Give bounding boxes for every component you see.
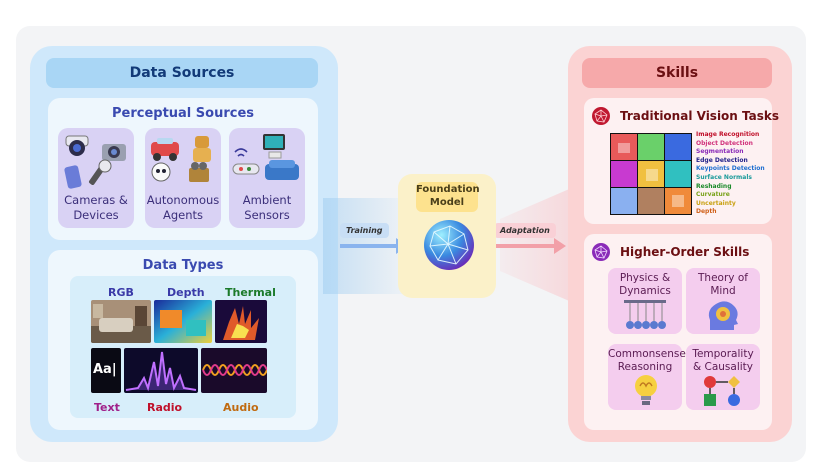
audio-label: Audio bbox=[223, 401, 259, 414]
skill-label-line2: Reasoning bbox=[617, 360, 673, 373]
depth-label: Depth bbox=[167, 286, 205, 299]
foundation-sphere-icon bbox=[424, 220, 474, 270]
task-segmentation: Segmentation bbox=[696, 148, 744, 156]
skill-label-line2: Mind bbox=[710, 284, 736, 297]
foundation-line1: Foundation bbox=[416, 184, 480, 195]
task-object-detection: Object Detection bbox=[696, 139, 753, 147]
task-image-recognition: Image Recognition bbox=[696, 131, 760, 138]
skill-commonsense-reasoning: Commonsense Reasoning bbox=[608, 344, 686, 410]
vision-tasks-icon bbox=[592, 107, 610, 125]
flowchart-icon bbox=[704, 376, 740, 406]
training-label: Training bbox=[340, 223, 389, 238]
robot-agents-icon bbox=[151, 136, 211, 182]
skill-label-line2: Dynamics bbox=[619, 284, 671, 297]
skill-label-line1: Theory of bbox=[698, 272, 748, 284]
depth-image bbox=[154, 300, 212, 343]
text-glyph: Aa| bbox=[93, 362, 117, 377]
skill-label-line1: Physics & bbox=[619, 272, 671, 284]
foundation-model-title: Foundation Model bbox=[416, 182, 480, 212]
vision-task-grid bbox=[610, 133, 692, 215]
skill-label-line2: & Causality bbox=[692, 360, 754, 373]
rgb-image bbox=[91, 300, 151, 343]
traditional-vision-title: Traditional Vision Tasks bbox=[620, 109, 780, 123]
tile-ambient-sensors: Ambient Sensors bbox=[229, 128, 305, 228]
task-curvature: Curvature bbox=[696, 191, 730, 199]
audio-image bbox=[201, 348, 267, 393]
tile-label-line1: Autonomous bbox=[146, 193, 220, 208]
tile-label-line1: Cameras & bbox=[64, 193, 128, 208]
rgb-label: RGB bbox=[108, 286, 134, 299]
task-depth: Depth bbox=[696, 208, 717, 216]
tile-label-line2: Sensors bbox=[244, 207, 290, 222]
thermal-image bbox=[215, 300, 267, 343]
higher-order-icon bbox=[592, 243, 610, 261]
foundation-line2: Model bbox=[429, 196, 465, 208]
task-edge-detection: Edge Detection bbox=[696, 156, 748, 164]
skill-label-line1: Temporality bbox=[692, 348, 754, 360]
data-types-grid bbox=[70, 276, 296, 418]
data-types-title: Data Types bbox=[142, 258, 224, 273]
task-surface-normals: Surface Normals bbox=[696, 173, 752, 181]
skill-physics-dynamics: Physics & Dynamics bbox=[608, 268, 682, 334]
skill-label-line1: Commonsense bbox=[608, 348, 686, 360]
lightbulb-brain-icon bbox=[635, 375, 657, 405]
tile-label-line2: Devices bbox=[73, 207, 119, 222]
task-reshading: Reshading bbox=[696, 182, 732, 190]
higher-order-title: Higher-Order Skills bbox=[620, 245, 750, 259]
camera-devices-icon bbox=[64, 135, 126, 189]
ambient-sensors-icon bbox=[232, 134, 299, 180]
data-sources-title: Data Sources bbox=[46, 58, 318, 88]
skill-theory-of-mind: Theory of Mind bbox=[686, 268, 760, 334]
text-label: Text bbox=[94, 401, 120, 414]
task-uncertainty: Uncertainty bbox=[696, 199, 736, 207]
tile-autonomous-agents: Autonomous Agents bbox=[145, 128, 221, 228]
adaptation-label: Adaptation bbox=[494, 223, 556, 238]
head-mind-icon bbox=[708, 301, 738, 330]
skill-temporality-causality: Temporality & Causality bbox=[686, 344, 760, 410]
tile-cameras-devices: Cameras & Devices bbox=[58, 128, 134, 228]
vision-task-list: Image Recognition Object Detection Segme… bbox=[696, 131, 765, 217]
text-image: Aa| bbox=[91, 348, 121, 393]
thermal-label: Thermal bbox=[225, 286, 276, 299]
skills-title: Skills bbox=[582, 58, 772, 88]
radio-label: Radio bbox=[147, 401, 183, 414]
tile-label-line2: Agents bbox=[162, 207, 204, 222]
radio-image bbox=[124, 348, 198, 393]
task-keypoints-detection: Keypoints Detection bbox=[696, 165, 765, 173]
adaptation-arrow-icon bbox=[490, 238, 566, 254]
tile-label-line1: Ambient bbox=[242, 193, 292, 208]
perceptual-sources-title: Perceptual Sources bbox=[111, 106, 255, 121]
newtons-cradle-icon bbox=[624, 300, 666, 329]
